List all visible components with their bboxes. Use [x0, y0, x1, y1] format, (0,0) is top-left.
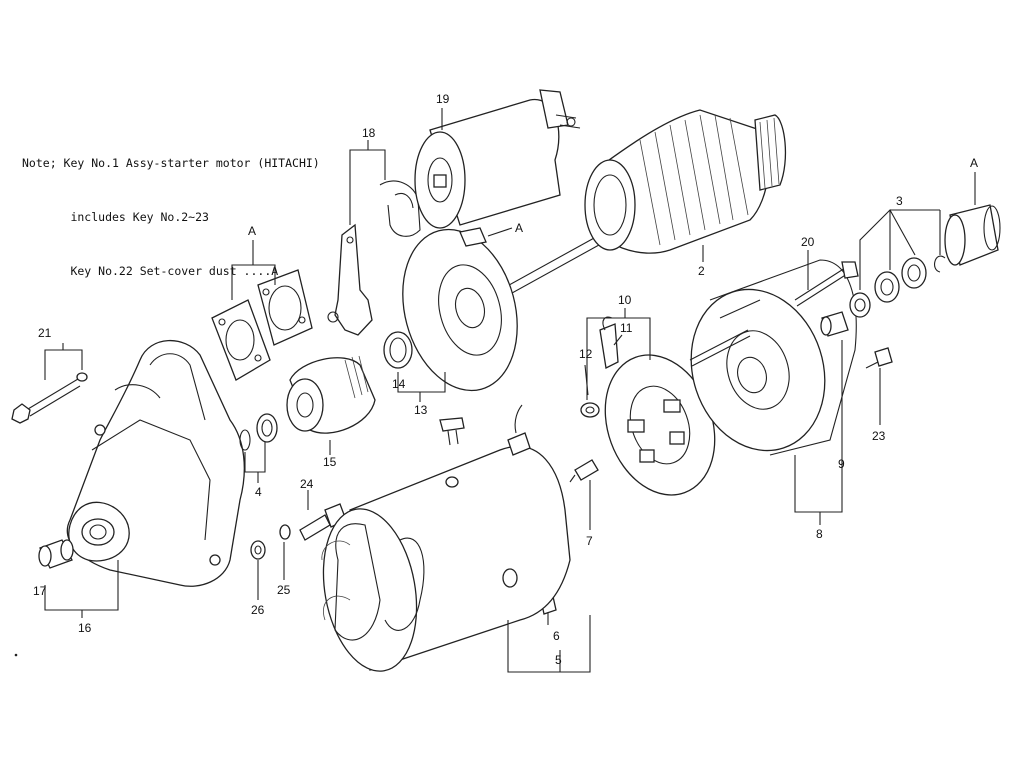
part-10-brush-holder	[580, 316, 716, 496]
callout-4: 4	[255, 485, 262, 499]
part-A-brush-spring	[459, 227, 487, 247]
callout-23: 23	[872, 429, 886, 443]
part-14-ring	[383, 331, 413, 369]
part-16-gear-case	[66, 339, 245, 587]
note-line-3: Key No.22 Set-cover dust ....A	[22, 264, 279, 278]
callout-12: 12	[579, 347, 593, 361]
callout-20: 20	[801, 235, 815, 249]
part-8-rear-cover	[689, 259, 857, 456]
callout-18: 18	[362, 126, 376, 140]
part-7-brush	[569, 459, 599, 483]
part-20-through-bolt	[794, 261, 859, 307]
part-A-gasket-right	[257, 269, 313, 346]
diagram-note: Note; Key No.1 Assy-starter motor (HITAC…	[22, 118, 320, 316]
callout-2: 2	[698, 264, 705, 278]
callout-14: 14	[392, 377, 406, 391]
callout-9: 9	[838, 457, 845, 471]
callout-16: 16	[78, 621, 92, 635]
callout-6: 6	[553, 629, 560, 643]
callout-A-spring: A	[515, 221, 523, 235]
speck-mark	[14, 653, 18, 657]
part-17-bushing	[38, 539, 74, 569]
callout-19: 19	[436, 92, 450, 106]
callout-labels: 21 16 17 A 18 19 A 2 14 13 15 4 24 25 26…	[33, 92, 978, 667]
part-9-bush	[820, 311, 849, 337]
note-line-2: includes Key No.2~23	[22, 210, 209, 224]
callout-24: 24	[300, 477, 314, 491]
part-21-bolt	[11, 372, 88, 424]
callout-25: 25	[277, 583, 291, 597]
part-13-cover-plate	[402, 228, 518, 392]
callout-7: 7	[586, 534, 593, 548]
callout-13: 13	[414, 403, 428, 417]
part-3-washers	[849, 255, 946, 318]
part-18-shift-lever	[327, 180, 421, 336]
note-line-1: Note; Key No.1 Assy-starter motor (HITAC…	[22, 156, 320, 170]
callout-17: 17	[33, 584, 47, 598]
part-2-armature	[498, 109, 787, 300]
part-19-magnetic-switch	[414, 89, 581, 229]
callout-A-cap: A	[970, 156, 978, 170]
part-A-gasket-left	[211, 299, 271, 381]
callout-10: 10	[618, 293, 632, 307]
part-A-dust-cap	[944, 204, 1001, 266]
part-15-pinion-assembly	[286, 355, 376, 434]
callout-A-gasket: A	[248, 224, 256, 238]
part-5-yoke	[321, 404, 571, 672]
callout-21: 21	[38, 326, 52, 340]
callout-8: 8	[816, 527, 823, 541]
callout-5: 5	[555, 653, 562, 667]
part-4-stop-ring	[239, 413, 278, 451]
callout-3: 3	[896, 194, 903, 208]
callout-26: 26	[251, 603, 265, 617]
callout-15: 15	[323, 455, 337, 469]
leader-lines	[44, 108, 976, 673]
part-23-screw	[865, 347, 893, 369]
callout-11: 11	[620, 321, 633, 335]
